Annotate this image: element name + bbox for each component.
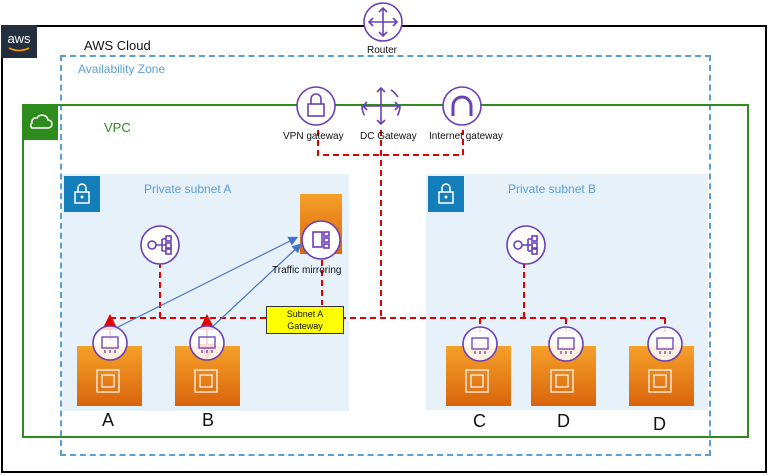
aws-cloud-title: AWS Cloud (84, 38, 151, 53)
internet-gateway-label: Internet gateway (429, 131, 503, 142)
mirror-arrows (111, 236, 302, 331)
aws-logo-text: aws (7, 31, 31, 46)
instance-label-b: B (202, 410, 215, 430)
aws-logo: aws (1, 25, 37, 58)
load-balancer-icon-b (506, 225, 546, 265)
internet-gateway-icon (442, 86, 482, 126)
instance-label-c: C (473, 411, 486, 431)
load-balancer-icon-a (140, 225, 180, 265)
dc-gateway-label: DC Gateway (360, 131, 417, 142)
router-label: Router (367, 45, 398, 56)
instance-label-d1: D (557, 411, 570, 431)
traffic-mirroring-label: Traffic mirroring (272, 265, 342, 276)
vpc-title: VPC (104, 120, 131, 135)
subnet-a-title: Private subnet A (144, 182, 232, 196)
subnet-a-lock-icon (64, 176, 100, 212)
subnet-gateway-line2: Gateway (287, 321, 323, 331)
instance-label-d2: D (653, 414, 666, 434)
vpn-gateway-label: VPN gateway (283, 131, 344, 142)
subnet-b-title: Private subnet B (508, 182, 597, 196)
eni-inner-icons (101, 336, 674, 354)
ec2-chip-icons (96, 369, 672, 393)
eni-icons (92, 325, 683, 362)
vpc-cloud-icon (22, 104, 58, 140)
instance-label-a: A (102, 410, 115, 430)
network-lines (110, 130, 666, 332)
subnet-b-lock-icon (428, 176, 464, 212)
subnet-gateway-line1: Subnet A (286, 309, 324, 319)
router-icon (363, 2, 403, 42)
aws-smile-icon (8, 47, 30, 52)
vpn-gateway-icon (296, 86, 336, 126)
availability-zone-title: Availability Zone (78, 62, 166, 76)
dc-gateway-icon (361, 86, 401, 126)
availability-zone (60, 55, 711, 456)
traffic-mirroring-icon (301, 220, 341, 260)
subnet-a-gateway-box: Subnet A Gateway (266, 306, 344, 334)
vpc (22, 104, 749, 438)
